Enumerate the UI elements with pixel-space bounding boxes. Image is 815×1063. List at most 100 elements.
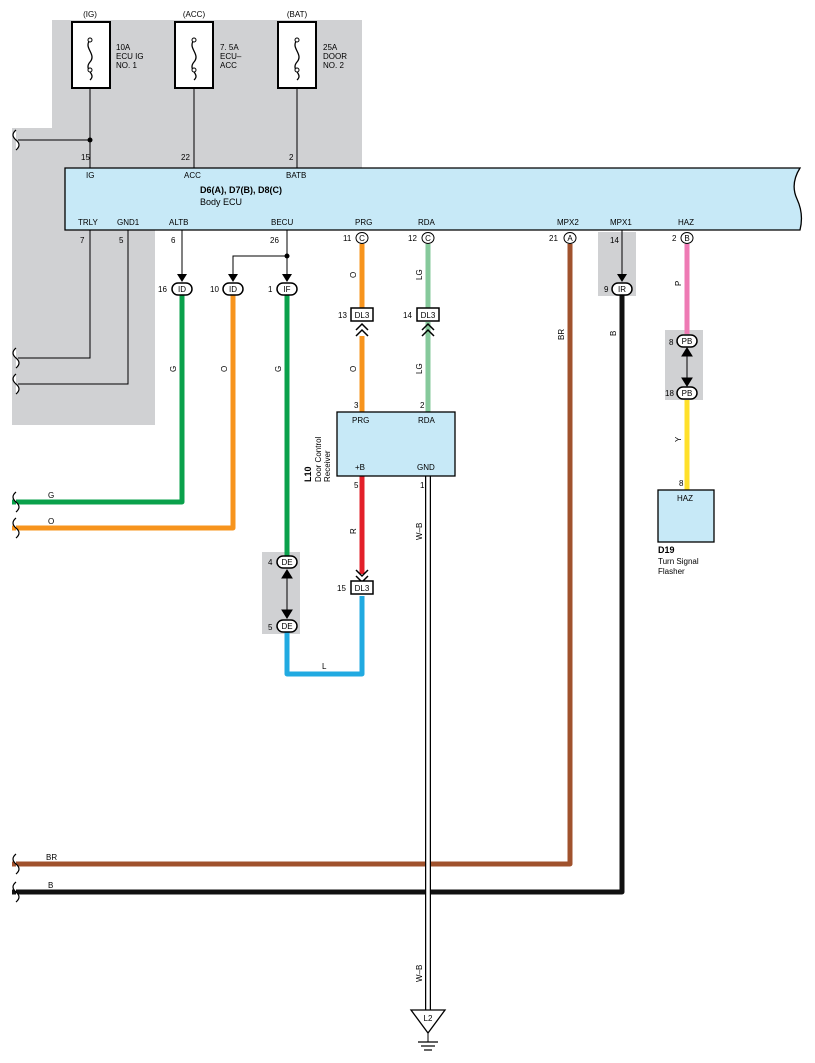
junction-id-16-num: 16 <box>158 285 167 294</box>
door-receiver-pin-label-rda: RDA <box>418 416 436 425</box>
door-receiver-id: L10 <box>303 466 313 482</box>
door-receiver-name2: Receiver <box>323 450 332 482</box>
junction-if-1-id: IF <box>283 285 290 294</box>
wire-brown-mpx2 <box>12 244 573 867</box>
junction-id-16: 16 ID <box>158 282 193 296</box>
thin-wires <box>18 230 623 385</box>
ecu-pin-num-rda: 12 <box>408 234 417 243</box>
ecu-conn-mpx2-letter: A <box>567 234 573 243</box>
ecu-pin-num-becu: 26 <box>270 236 279 245</box>
wire-label-lg-vertical-1: LG <box>415 269 424 280</box>
junction-pb-18: 18 PB <box>665 386 698 400</box>
shade-region-left <box>12 20 362 425</box>
wire-label-b-horizontal: B <box>48 881 53 890</box>
ecu-pin-label-gnd1: GND1 <box>117 218 140 227</box>
ecu-pin-num-haz: 2 <box>672 234 677 243</box>
wire-label-p-vertical: P <box>674 281 683 286</box>
break-mark-gnd1 <box>12 373 20 395</box>
door-receiver-pin-num-2: 2 <box>420 401 425 410</box>
ecu-pin-num-mpx1: 14 <box>610 236 619 245</box>
fuse-bat-rating: 25A <box>323 43 338 52</box>
junction-de-4-id: DE <box>281 558 292 567</box>
fuse-ig-name1: ECU IG <box>116 52 144 61</box>
door-receiver-pin-label-gnd: GND <box>417 463 435 472</box>
break-mark-b <box>12 881 20 903</box>
body-ecu-id: D6(A), D7(B), D8(C) <box>200 185 282 195</box>
door-receiver-label-group: L10 Door Control Receiver <box>303 436 332 482</box>
flasher-name1: Turn Signal <box>658 557 699 566</box>
wire-green-altb <box>12 294 185 505</box>
body-ecu-box <box>64 167 803 231</box>
fuse-acc-source: (ACC) <box>183 10 206 19</box>
fuse-ig-name2: NO. 1 <box>116 61 137 70</box>
ecu-pin-num-trly: 7 <box>80 236 85 245</box>
door-receiver-pin-num-3: 3 <box>354 401 359 410</box>
ecu-conn-prg: C <box>355 232 369 244</box>
ecu-conn-prg-letter: C <box>359 234 365 243</box>
junction-de-4: 4 DE <box>268 555 298 569</box>
wire-black-mpx1 <box>12 294 625 895</box>
fuse-acc: (ACC) 7. 5A ECU– ACC <box>174 10 242 89</box>
fuse-acc-name2: ACC <box>220 61 237 70</box>
junction-ir-9-id: IR <box>618 285 626 294</box>
ecu-pin-label-mpx1: MPX1 <box>610 218 632 227</box>
connector-dl3-13-id: DL3 <box>355 311 370 320</box>
junction-de-5-num: 5 <box>268 623 273 632</box>
ecu-pin-label-haz: HAZ <box>678 218 694 227</box>
fuse-bat-source: (BAT) <box>287 10 308 19</box>
wire-label-l-horizontal: L <box>322 662 327 671</box>
flasher-pin-num: 8 <box>679 479 684 488</box>
fuse-acc-name1: ECU– <box>220 52 242 61</box>
connector-dl3-15: 15 DL3 <box>337 569 374 595</box>
wire-label-o-vertical-prg-1: O <box>349 272 358 278</box>
junction-id-10: 10 ID <box>210 282 244 296</box>
ecu-pin-label-prg: PRG <box>355 218 372 227</box>
wire-label-y-vertical: Y <box>674 436 683 442</box>
connector-dl3-13: 13 DL3 <box>338 307 374 337</box>
arrow-altb <box>177 274 187 282</box>
junction-pb-18-id: PB <box>682 389 693 398</box>
junction-pb-18-num: 18 <box>665 389 674 398</box>
junction-de-5: 5 DE <box>268 619 298 633</box>
wire-label-br-horizontal: BR <box>46 853 57 862</box>
junction-id-10-id: ID <box>229 285 237 294</box>
wire-label-lg-vertical-2: LG <box>415 363 424 374</box>
splice-dot-becu <box>284 253 290 259</box>
junction-if-1-num: 1 <box>268 285 273 294</box>
break-mark-o <box>12 517 20 539</box>
wire-label-wb-vertical-2: W–B <box>415 965 424 982</box>
wire-blue-l <box>284 596 365 677</box>
wire-label-g-vertical-1: G <box>169 366 178 372</box>
pair-arrow-de <box>281 569 293 619</box>
door-receiver-pin-num-5: 5 <box>354 481 359 490</box>
connector-dl3-13-num: 13 <box>338 311 347 320</box>
ecu-conn-mpx2: A <box>563 232 577 244</box>
ecu-pin-num-mpx2: 21 <box>549 234 558 243</box>
connector-dl3-15-id: DL3 <box>355 584 370 593</box>
break-mark-br <box>12 853 20 875</box>
junction-de-5-id: DE <box>281 622 292 631</box>
wire-label-wb-vertical-1: W–B <box>415 523 424 540</box>
ecu-pin-label-trly: TRLY <box>78 218 99 227</box>
ecu-pin-num-prg: 11 <box>343 234 352 243</box>
ecu-pin-num-batb: 2 <box>289 153 294 162</box>
body-ecu-name: Body ECU <box>200 197 242 207</box>
break-mark-trly <box>12 347 20 369</box>
ecu-pin-label-rda: RDA <box>418 218 436 227</box>
ecu-pin-label-ig: IG <box>86 171 94 180</box>
break-mark-g <box>12 491 20 513</box>
flasher-pin-label: HAZ <box>677 494 693 503</box>
flasher-name2: Flasher <box>658 567 685 576</box>
ecu-pin-label-batb: BATB <box>286 171 306 180</box>
junction-id-16-id: ID <box>178 285 186 294</box>
ecu-pin-num-gnd1: 5 <box>119 236 124 245</box>
junction-pb-8-id: PB <box>682 337 693 346</box>
pair-arrow-pb <box>681 347 693 387</box>
connector-dl3-14-num: 14 <box>403 311 412 320</box>
ecu-conn-rda: C <box>421 232 435 244</box>
door-receiver-pin-label-b: +B <box>355 463 365 472</box>
wire-label-b-vertical: B <box>609 331 618 336</box>
connector-dl3-15-num: 15 <box>337 584 346 593</box>
ecu-pin-label-mpx2: MPX2 <box>557 218 579 227</box>
ground-l2-id: L2 <box>424 1014 433 1023</box>
